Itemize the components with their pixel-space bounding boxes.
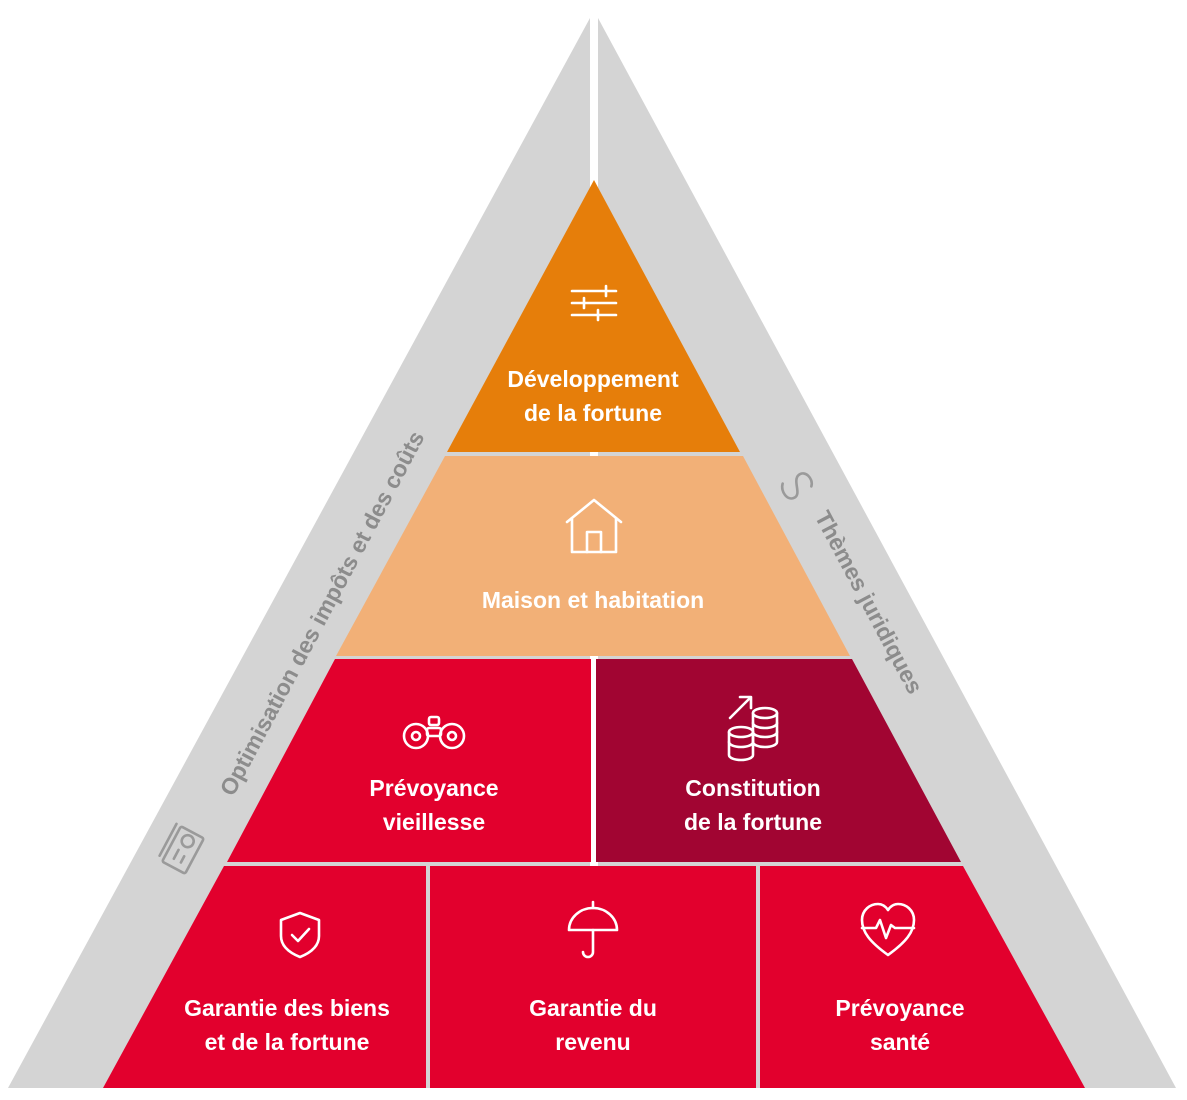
sliders-icon — [570, 284, 618, 322]
third-left-label-line1: Prévoyance — [369, 775, 498, 801]
paragraph-icon — [780, 472, 814, 500]
top-level-label-line2: de la fortune — [524, 400, 662, 426]
base-left-label-line1: Garantie des biens — [184, 995, 390, 1021]
third-right-label-line2: de la fortune — [684, 809, 822, 835]
tax-receipt-icon — [158, 822, 205, 875]
umbrella-icon — [567, 900, 619, 959]
third-right-label-line1: Constitution — [685, 775, 820, 801]
binoculars-icon — [402, 715, 466, 750]
shield-check-icon — [279, 911, 321, 959]
base-left-label-line2: et de la fortune — [205, 1029, 370, 1055]
level-third-retirement — [227, 659, 591, 862]
second-level-label: Maison et habitation — [482, 587, 704, 613]
base-right-label-line2: santé — [870, 1029, 930, 1055]
level-base-property — [103, 866, 426, 1088]
base-mid-label-line1: Garantie du — [529, 995, 657, 1021]
heart-pulse-icon — [860, 902, 916, 957]
level-base-health — [760, 866, 1085, 1088]
coins-growth-icon — [727, 695, 779, 762]
base-right-label-line1: Prévoyance — [835, 995, 964, 1021]
top-level-label-line1: Développement — [507, 366, 679, 392]
house-icon — [565, 498, 623, 554]
base-mid-label-line2: revenu — [555, 1029, 630, 1055]
level-third-wealth-building — [596, 659, 961, 862]
third-left-label-line2: vieillesse — [383, 809, 485, 835]
level-second-home — [336, 456, 850, 656]
